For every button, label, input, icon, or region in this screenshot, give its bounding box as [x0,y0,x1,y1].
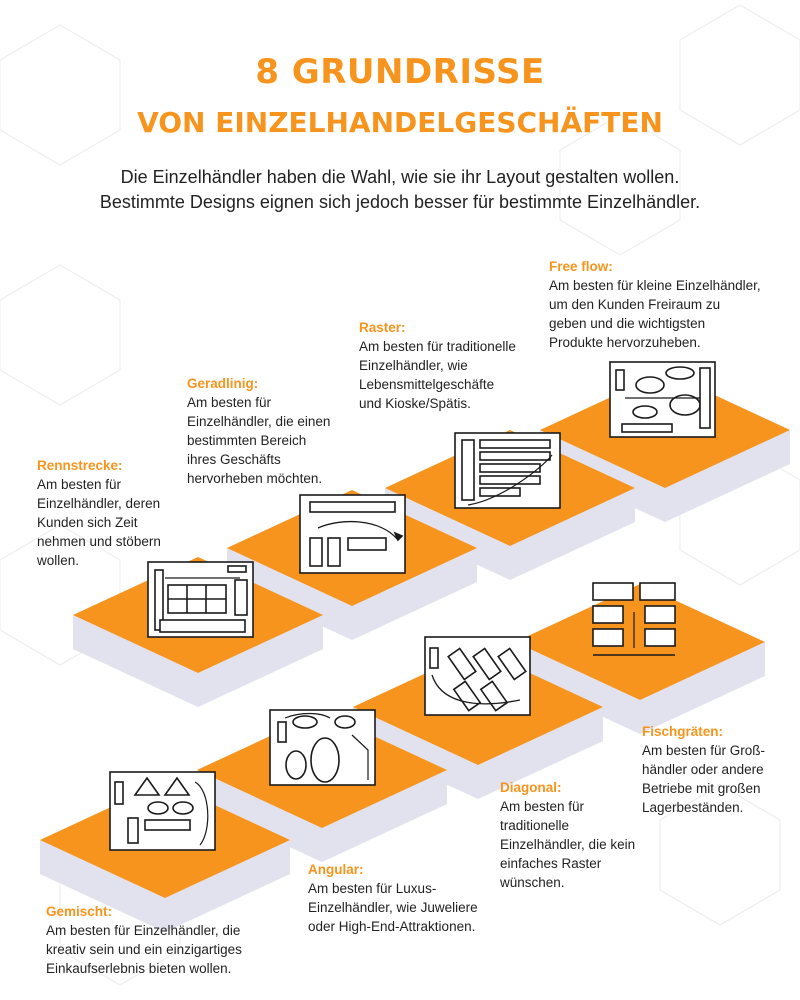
label-line: bestimmten Bereich [187,433,307,448]
label-line: Am besten für kleine Einzelhändler, [549,278,761,293]
label-line: Einzelhändler, wie [359,358,468,373]
label-title: Gemischt: [46,904,113,919]
label-title: Angular: [308,862,364,877]
floorplan-gemischt [109,771,216,851]
label-line: Am besten für Groß- [642,743,766,758]
label-line: Kunden sich Zeit [37,515,138,530]
label-line: Lebensmittelgeschäfte [359,377,495,392]
label-line: ihres Geschäfts [187,452,281,467]
label-line: Am besten für Luxus- [308,881,437,896]
label-line: Produkte hervorzuheben. [549,335,701,350]
floorplan-geradlinig [299,494,406,574]
label-diagonal: Diagonal: Am besten für traditionelle Ei… [500,778,635,892]
label-line: wünschen. [500,875,565,890]
floorplan-free-flow [609,361,716,438]
label-line: hervorheben möchten. [187,471,323,486]
label-line: Einzelhändler, wie Juweliere [308,900,478,915]
label-line: einfaches Raster [500,856,602,871]
intro-line: Die Einzelhändler haben die Wahl, wie si… [120,167,680,187]
label-line: Einzelhändler, die kein [500,837,636,852]
floorplan-fischgraeten [592,582,676,656]
intro-text: Die Einzelhändler haben die Wahl, wie si… [0,165,800,215]
floorplan-angular [269,709,376,786]
label-line: Am besten für [187,395,272,410]
label-line: Am besten für Einzelhändler, die [46,923,241,938]
label-title: Rennstrecke: [37,458,123,473]
label-title: Diagonal: [500,780,562,795]
label-line: Betriebe mit großen [642,781,761,796]
label-line: Einzelhändler, die einen [187,414,331,429]
label-line: Einzelhändler, deren [37,496,161,511]
label-line: Am besten für [500,799,585,814]
label-line: geben und die wichtigsten [549,316,706,331]
label-line: Einkaufserlebnis bieten wollen. [46,961,232,976]
page-title: 8 GRUNDRISSE [255,52,545,92]
label-line: Am besten für traditionelle [359,339,516,354]
label-line: traditionelle [500,818,570,833]
label-free-flow: Free flow: Am besten für kleine Einzelhä… [549,257,761,352]
label-line: händler oder andere [642,762,764,777]
label-line: wollen. [37,553,80,568]
label-angular: Angular: Am besten für Luxus- Einzelhänd… [308,860,478,936]
label-raster: Raster: Am besten für traditionelle Einz… [359,318,516,413]
floorplan-rennstrecke [147,561,254,638]
intro-line: Bestimmte Designs eignen sich jedoch bes… [99,192,701,212]
label-line: Lagerbeständen. [642,800,744,815]
label-gemischt: Gemischt: Am besten für Einzelhändler, d… [46,902,242,978]
label-line: Am besten für [37,477,122,492]
label-title: Free flow: [549,259,613,274]
label-line: und Kioske/Spätis. [359,396,471,411]
floorplan-raster [454,432,561,509]
label-title: Fischgräten: [642,724,724,739]
label-line: um den Kunden Freiraum zu [549,297,721,312]
label-rennstrecke: Rennstrecke: Am besten für Einzelhändler… [37,456,161,570]
floorplan-diagonal [424,636,531,716]
page-subtitle: VON EINZELHANDELGESCHÄFTEN [137,106,663,139]
label-line: kreativ sein und ein einzigartiges [46,942,242,957]
label-line: oder High-End-Attraktionen. [308,919,476,934]
label-geradlinig: Geradlinig: Am besten für Einzelhändler,… [187,374,330,488]
label-title: Raster: [359,320,406,335]
label-line: nehmen und stöbern [37,534,161,549]
label-title: Geradlinig: [187,376,259,391]
label-fischgraeten: Fischgräten: Am besten für Groß- händler… [642,722,765,817]
